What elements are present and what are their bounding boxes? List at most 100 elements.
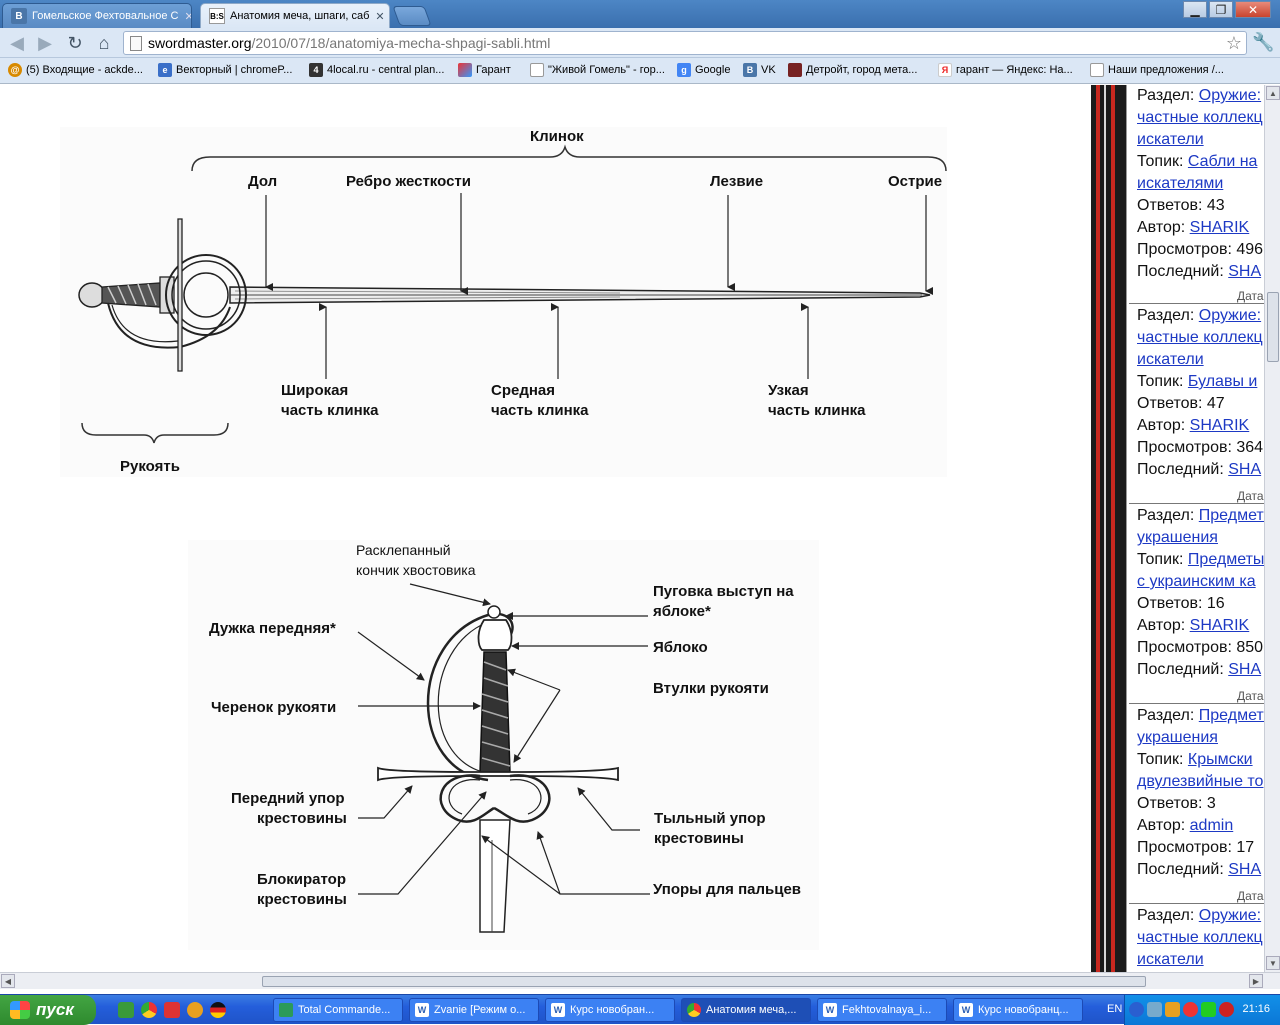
- label-grip: Черенок рукояти: [211, 699, 337, 716]
- label-finger-rings: Упоры для пальцев: [653, 881, 802, 898]
- recent-topics-sidebar: Раздел: Оружие: частные коллекц искатели…: [1126, 85, 1264, 972]
- chrome-icon[interactable]: [141, 1002, 157, 1018]
- last-post-link[interactable]: SHA: [1228, 661, 1262, 678]
- scroll-thumb[interactable]: [1267, 292, 1279, 362]
- word-icon: W: [415, 1003, 429, 1017]
- label-front-quillon-1: Передний упор: [231, 790, 345, 807]
- bookmark-gomel[interactable]: "Живой Гомель" - гор...: [530, 63, 665, 77]
- section-link[interactable]: Предметы: [1198, 507, 1264, 524]
- google-icon: g: [677, 63, 691, 77]
- topic-link[interactable]: Предметы: [1187, 551, 1264, 568]
- wrench-icon[interactable]: 🔧: [1252, 32, 1275, 52]
- section-link[interactable]: Оружие:: [1198, 87, 1262, 104]
- tray-network-icon[interactable]: [1147, 1002, 1162, 1017]
- horizontal-scrollbar[interactable]: ◀ ▶: [0, 972, 1280, 989]
- scroll-left-arrow-icon[interactable]: ◀: [1, 974, 15, 988]
- close-window-button[interactable]: ✕: [1235, 1, 1271, 18]
- last-post-link[interactable]: SHA: [1228, 263, 1262, 280]
- section-link[interactable]: Оружие:: [1198, 907, 1262, 924]
- section-link[interactable]: частные коллекц: [1137, 329, 1263, 346]
- scroll-thumb[interactable]: [262, 976, 1146, 987]
- scroll-down-arrow-icon[interactable]: ▼: [1266, 956, 1280, 970]
- author-link[interactable]: SHARIK: [1189, 219, 1250, 236]
- label-front-quillon-2: крестовины: [257, 810, 347, 827]
- taskbar-item-total-commander[interactable]: Total Commande...: [273, 998, 403, 1022]
- close-icon[interactable]: ✕: [375, 10, 385, 23]
- maximize-button[interactable]: ❐: [1209, 1, 1233, 18]
- vk-icon: B: [743, 63, 757, 77]
- scroll-right-arrow-icon[interactable]: ▶: [1249, 974, 1263, 988]
- reload-icon[interactable]: ↻: [67, 32, 83, 53]
- section-link[interactable]: Оружие:: [1198, 307, 1262, 324]
- section-link[interactable]: частные коллекц: [1137, 929, 1263, 946]
- navigation-bar: ◀ ▶ ↻ ⌂ swordmaster.org/2010/07/18/anato…: [0, 28, 1280, 58]
- section-link[interactable]: искатели: [1137, 131, 1204, 148]
- tab-sword-anatomy[interactable]: B:S Анатомия меча, шпаги, саб ✕: [200, 3, 390, 28]
- section-link[interactable]: Предметы: [1198, 707, 1264, 724]
- start-button[interactable]: пуск: [0, 995, 96, 1025]
- new-tab-button[interactable]: [392, 6, 432, 26]
- author-link[interactable]: SHARIK: [1189, 617, 1250, 634]
- views-count: Просмотров: 17: [1137, 839, 1255, 856]
- address-bar[interactable]: swordmaster.org/2010/07/18/anatomiya-mec…: [123, 31, 1247, 55]
- topic-link[interactable]: искателями: [1137, 175, 1224, 192]
- topic-link[interactable]: с украинским ка: [1137, 573, 1256, 590]
- topic-link[interactable]: Крымски: [1187, 751, 1253, 768]
- bookmark-garant[interactable]: Гарант: [458, 63, 511, 77]
- sword-drawing: [78, 144, 947, 444]
- minimize-button[interactable]: ▁: [1183, 1, 1207, 18]
- bookmark-offers[interactable]: Наши предложения /...: [1090, 63, 1224, 77]
- tray-app-icon[interactable]: [1165, 1002, 1180, 1017]
- last-post-link[interactable]: SHA: [1228, 461, 1262, 478]
- home-icon[interactable]: ⌂: [98, 32, 110, 53]
- system-tray: 21:16: [1124, 995, 1280, 1025]
- label-pommel: Яблоко: [653, 639, 708, 656]
- author-link[interactable]: admin: [1189, 817, 1234, 834]
- vertical-scrollbar[interactable]: ▲ ▼: [1264, 85, 1280, 972]
- app-icon[interactable]: [187, 1002, 203, 1018]
- views-count: Просмотров: 850: [1137, 639, 1264, 656]
- language-indicator[interactable]: EN: [1107, 1003, 1123, 1015]
- section-link[interactable]: искатели: [1137, 951, 1204, 968]
- date-label: Дата: [1237, 489, 1264, 503]
- divider: [1129, 703, 1264, 704]
- author-link[interactable]: SHARIK: [1189, 417, 1250, 434]
- close-icon[interactable]: ✕: [178, 10, 191, 23]
- section-link[interactable]: частные коллекц: [1137, 109, 1263, 126]
- label-rib: Ребро жесткости: [346, 173, 471, 190]
- scroll-up-arrow-icon[interactable]: ▲: [1266, 86, 1280, 100]
- bookmark-inbox[interactable]: @(5) Входящие - ackde...: [8, 63, 143, 77]
- bookmark-star-icon[interactable]: ☆: [1225, 33, 1242, 53]
- tray-antivirus-icon[interactable]: [1219, 1002, 1234, 1017]
- tray-status-icon[interactable]: [1201, 1002, 1216, 1017]
- word-icon: W: [959, 1003, 973, 1017]
- topic-link[interactable]: Булавы и: [1187, 373, 1258, 390]
- bookmark-detroit[interactable]: Детройт, город мета...: [788, 63, 917, 77]
- floppy-icon[interactable]: [164, 1002, 180, 1018]
- section-link[interactable]: искатели: [1137, 351, 1204, 368]
- tray-help-icon[interactable]: [1129, 1002, 1144, 1017]
- back-arrow-icon[interactable]: ◀: [10, 32, 24, 53]
- last-post-link[interactable]: SHA: [1228, 861, 1262, 878]
- section-link[interactable]: украшения: [1137, 729, 1218, 746]
- topic-link[interactable]: Сабли на: [1187, 153, 1258, 170]
- label-tang-end-2: кончик хвостовика: [356, 562, 476, 578]
- tab-vk[interactable]: B Гомельское Фехтовальное С ✕: [2, 3, 192, 28]
- tray-warning-icon[interactable]: [1183, 1002, 1198, 1017]
- section-link[interactable]: украшения: [1137, 529, 1218, 546]
- flag-icon[interactable]: [210, 1002, 226, 1018]
- taskbar-item-chrome[interactable]: Анатомия меча,...: [681, 998, 811, 1022]
- forward-arrow-icon[interactable]: ▶: [38, 32, 52, 53]
- topic-link[interactable]: двулезвийные то: [1137, 773, 1264, 790]
- show-desktop-icon[interactable]: [118, 1002, 134, 1018]
